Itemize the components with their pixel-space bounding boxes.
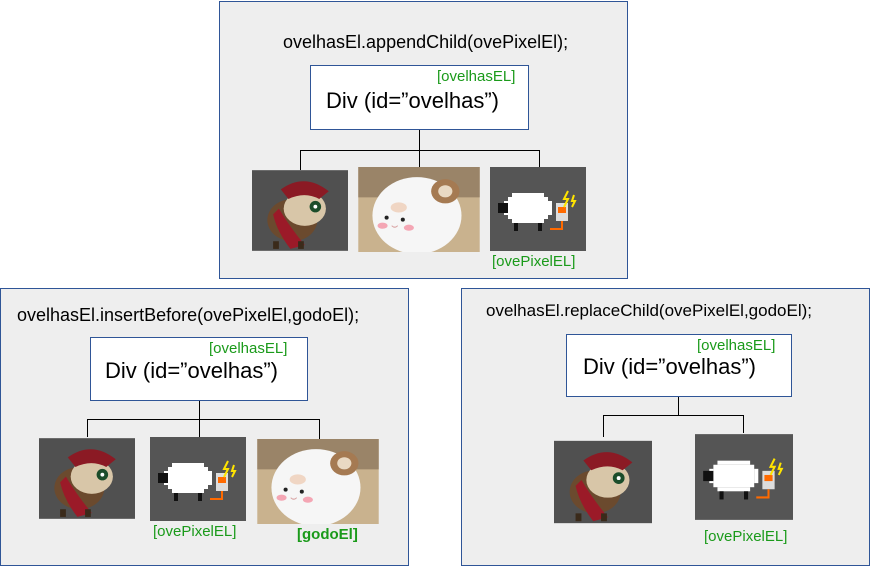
ovelhas-el-label: [ovelhasEL]	[437, 68, 516, 85]
div-ovelhas-label: Div (id=”ovelhas”)	[583, 354, 756, 379]
tree-bar	[603, 415, 744, 416]
tree-branch-2	[743, 415, 744, 433]
insert-before-panel: ovelhasEl.insertBefore(ovePixelEl,godoEl…	[0, 288, 409, 566]
append-child-panel: ovelhasEl.appendChild(ovePixelEl); [ovel…	[219, 1, 628, 279]
ove-pixel-el-label: [ovePixelEL]	[704, 528, 788, 545]
ovelhas-div-box: [ovelhasEL] Div (id=”ovelhas”)	[566, 334, 792, 397]
div-ovelhas-label: Div (id=”ovelhas”)	[326, 88, 499, 113]
tree-branch-2	[419, 150, 420, 168]
ovelhas-div-box: [ovelhasEL] Div (id=”ovelhas”)	[90, 337, 308, 401]
hamster-image	[554, 437, 652, 527]
tree-trunk	[678, 397, 679, 415]
ovelhas-el-label: [ovelhasEL]	[697, 337, 776, 354]
tree-bar	[87, 419, 319, 420]
replace-child-code: ovelhasEl.replaceChild(ovePixelEl,godoEl…	[486, 301, 813, 320]
append-child-code: ovelhasEl.appendChild(ovePixelEl);	[283, 32, 569, 52]
tree-trunk	[199, 401, 200, 419]
ove-pixel-el-label: [ovePixelEL]	[153, 523, 237, 540]
ovelhas-div-box: [ovelhasEL] Div (id=”ovelhas”)	[310, 65, 529, 130]
tree-branch-3	[539, 150, 540, 168]
replace-child-panel: ovelhasEl.replaceChild(ovePixelEl,godoEl…	[461, 288, 870, 566]
ove-pixel-el-label: [ovePixelEL]	[492, 253, 576, 270]
ovelhas-el-label: [ovelhasEL]	[209, 340, 288, 357]
pixel-sheep-image	[695, 432, 793, 522]
tree-branch-2	[199, 419, 200, 437]
hamster-image	[252, 169, 348, 252]
tree-trunk	[419, 130, 420, 150]
insert-before-code: ovelhasEl.insertBefore(ovePixelEl,godoEl…	[17, 305, 360, 325]
tree-branch-1	[603, 415, 604, 437]
tree-branch-3	[319, 419, 320, 439]
div-ovelhas-label: Div (id=”ovelhas”)	[105, 358, 278, 383]
pixel-sheep-image	[490, 167, 586, 251]
godo-el-label: [godoEl]	[297, 526, 358, 543]
tree-branch-1	[300, 150, 301, 170]
tree-branch-1	[87, 419, 88, 437]
pixel-sheep-image	[150, 437, 246, 521]
sheep-plush-image	[257, 439, 379, 524]
hamster-image	[39, 437, 135, 520]
sheep-plush-image	[358, 167, 480, 252]
